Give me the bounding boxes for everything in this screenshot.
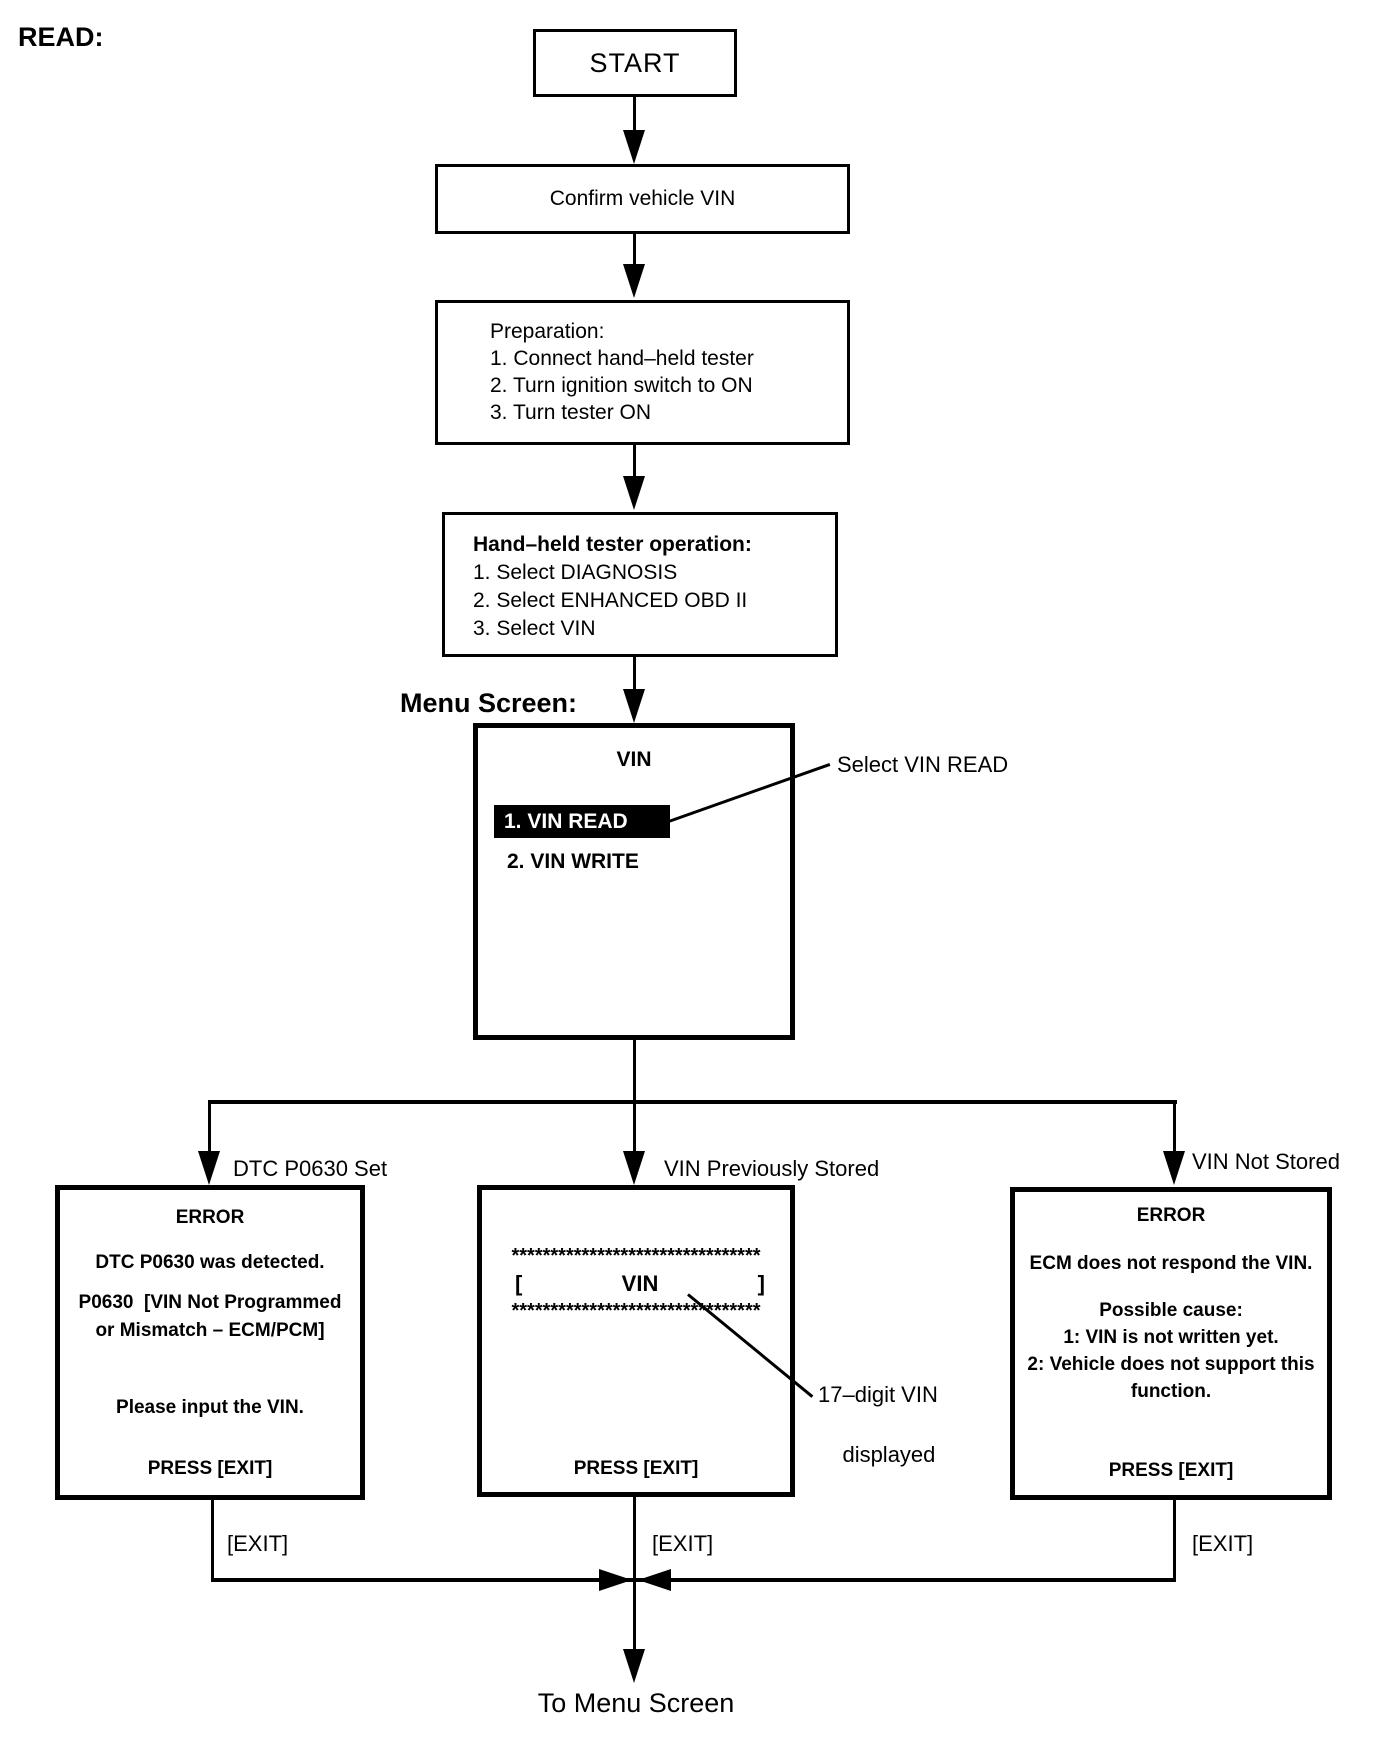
menu-item-vin-write: 2. VIN WRITE	[507, 850, 639, 873]
error-text: ECM does not respond the VIN.	[1029, 1253, 1313, 1274]
press-exit-label: PRESS [EXIT]	[1108, 1460, 1234, 1481]
tester-operation-step: 1. Select DIAGNOSIS	[473, 561, 678, 584]
converge-line	[211, 1578, 1176, 1582]
connector-line	[1173, 1500, 1176, 1580]
connector-line	[211, 1500, 214, 1580]
connector-line	[633, 657, 636, 691]
arrow-down-icon	[623, 476, 645, 510]
arrow-down-icon	[198, 1151, 220, 1185]
preparation-step: 3. Turn tester ON	[490, 401, 652, 424]
arrow-right-icon	[599, 1569, 632, 1591]
connector-line	[633, 1100, 636, 1155]
vin-bracket-row: [ VIN ]	[482, 1271, 790, 1297]
connector-line	[633, 97, 636, 133]
error-text: 1: VIN is not written yet.	[1063, 1327, 1279, 1348]
annotation-text: 17–digit VIN	[818, 1382, 938, 1407]
connector-line	[633, 1497, 636, 1580]
connector-line	[633, 1040, 636, 1104]
arrow-down-icon	[623, 689, 645, 723]
error-text: 2: Vehicle does not support this	[1027, 1354, 1315, 1375]
to-menu-screen-label: To Menu Screen	[537, 1688, 735, 1718]
arrow-down-icon	[623, 130, 645, 164]
error-dtc-screen: ERROR DTC P0630 was detected. P0630 [VIN…	[55, 1185, 365, 1500]
error-text: Possible cause:	[1099, 1300, 1243, 1321]
branch-line	[209, 1100, 1177, 1104]
arrow-down-icon	[623, 1649, 645, 1683]
error-text: P0630 [VIN Not Programmed	[78, 1292, 342, 1313]
branch-label-dtc-set: DTC P0630 Set	[233, 1156, 388, 1181]
tester-operation-node: Hand–held tester operation: 1. Select DI…	[442, 512, 838, 657]
menu-screen-heading: Menu Screen:	[400, 688, 578, 718]
preparation-step: 2. Turn ignition switch to ON	[490, 374, 753, 397]
error-no-response-screen: ERROR ECM does not respond the VIN. Poss…	[1010, 1187, 1332, 1500]
error-text: or Mismatch – ECM/PCM]	[95, 1320, 325, 1341]
start-node: START	[533, 29, 737, 97]
asterisk-row: ********************************	[511, 1245, 761, 1267]
press-exit-label: PRESS [EXIT]	[573, 1458, 699, 1479]
branch-label-vin-stored: VIN Previously Stored	[664, 1156, 880, 1181]
read-heading: READ:	[18, 22, 104, 52]
connector-line	[208, 1100, 211, 1155]
bracket-open: [	[515, 1271, 523, 1296]
preparation-step: 1. Connect hand–held tester	[490, 347, 754, 370]
press-exit-label: PRESS [EXIT]	[147, 1458, 273, 1479]
connector-line	[1173, 1100, 1176, 1155]
vin-menu-title: VIN	[616, 748, 652, 771]
select-vin-read-annotation: Select VIN READ	[837, 752, 1009, 777]
arrow-down-icon	[623, 1151, 645, 1185]
exit-label: [EXIT]	[1192, 1531, 1254, 1556]
asterisk-row: ********************************	[511, 1300, 761, 1322]
confirm-vin-label: Confirm vehicle VIN	[549, 187, 736, 210]
error-title: ERROR	[1136, 1205, 1206, 1226]
arrow-left-icon	[638, 1569, 671, 1591]
preparation-node: Preparation: 1. Connect hand–held tester…	[435, 300, 850, 445]
annotation-text: displayed	[842, 1442, 936, 1467]
connector-line	[633, 234, 636, 267]
connector-line	[633, 1582, 636, 1652]
connector-line	[633, 445, 636, 479]
error-text: function.	[1130, 1381, 1212, 1402]
arrow-down-icon	[1163, 1151, 1185, 1185]
confirm-vin-node: Confirm vehicle VIN	[435, 164, 850, 234]
error-title: ERROR	[175, 1207, 245, 1228]
preparation-title: Preparation:	[490, 320, 605, 343]
vin-menu-screen: VIN 1. VIN READ 2. VIN WRITE	[473, 723, 795, 1040]
bracket-close: ]	[757, 1271, 765, 1296]
vin-digits-annotation: 17–digit VIN displayed	[818, 1380, 938, 1470]
tester-operation-step: 2. Select ENHANCED OBD II	[473, 589, 748, 612]
vin-value: VIN	[621, 1271, 659, 1296]
tester-operation-title: Hand–held tester operation:	[473, 533, 752, 556]
start-label: START	[589, 47, 681, 78]
exit-label: [EXIT]	[227, 1531, 289, 1556]
error-text: Please input the VIN.	[116, 1397, 304, 1418]
exit-label: [EXIT]	[652, 1531, 714, 1556]
arrow-down-icon	[623, 264, 645, 298]
menu-item-vin-read: 1. VIN READ	[494, 805, 670, 838]
tester-operation-step: 3. Select VIN	[473, 617, 596, 640]
branch-label-vin-not-stored: VIN Not Stored	[1192, 1149, 1340, 1174]
error-text: DTC P0630 was detected.	[95, 1252, 325, 1273]
